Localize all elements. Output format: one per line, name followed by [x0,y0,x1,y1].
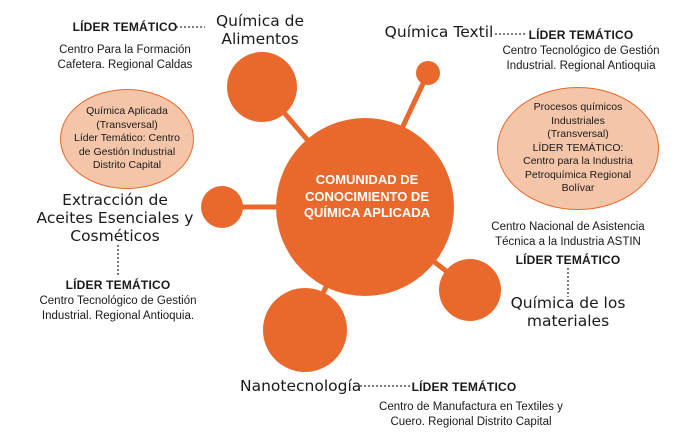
topic-materiales: Química de los materiales [510,294,626,330]
center-hub-circle [276,118,454,296]
leader-nanotecnologia: Centro de Manufactura en Textiles y Cuer… [379,401,563,428]
transversal-text-quimica-aplicada: Química Aplicada (Transversal) Líder Tem… [73,105,181,172]
node-circle-extraccion [201,186,243,228]
leader-label-nanotecnologia: LÍDER TEMÁTICO [411,380,517,394]
leader-label-extraccion: LÍDER TEMÁTICO [65,278,171,292]
topic-nanotecnologia: Nanotecnología [240,377,362,395]
transversal-text-procesos-quimicos: Procesos químicos Industriales (Transver… [523,101,633,195]
topic-alimentos: Química de Alimentos [215,12,305,48]
node-circle-alimentos [227,52,297,122]
leader-extraccion: Centro Tecnológico de Gestión Industrial… [39,295,197,322]
leader-label-textil: LÍDER TEMÁTICO [528,28,634,42]
leader-textil: Centro Tecnológico de Gestión Industrial… [502,45,660,72]
node-circle-materiales [439,259,501,321]
node-circle-nanotecnologia [263,288,347,372]
topic-extraccion: Extracción de Aceites Esenciales y Cosmé… [36,191,194,245]
node-circle-textil [416,61,440,85]
leader-label-alimentos: LÍDER TEMÁTICO [72,20,178,34]
leader-alimentos: Centro Para la Formación Cafetera. Regio… [57,44,193,71]
leader-materiales: Centro Nacional de Asistencia Técnica a … [491,221,645,248]
center-title: COMUNIDAD DE CONOCIMIENTO DE QUÍMICA APL… [303,172,431,220]
leader-label-materiales: LÍDER TEMÁTICO [515,253,621,267]
transversal-oval-quimica-aplicada: Química Aplicada (Transversal) Líder Tem… [60,89,194,189]
transversal-oval-procesos-quimicos: Procesos químicos Industriales (Transver… [497,87,659,210]
topic-textil: Química Textil [384,23,494,41]
